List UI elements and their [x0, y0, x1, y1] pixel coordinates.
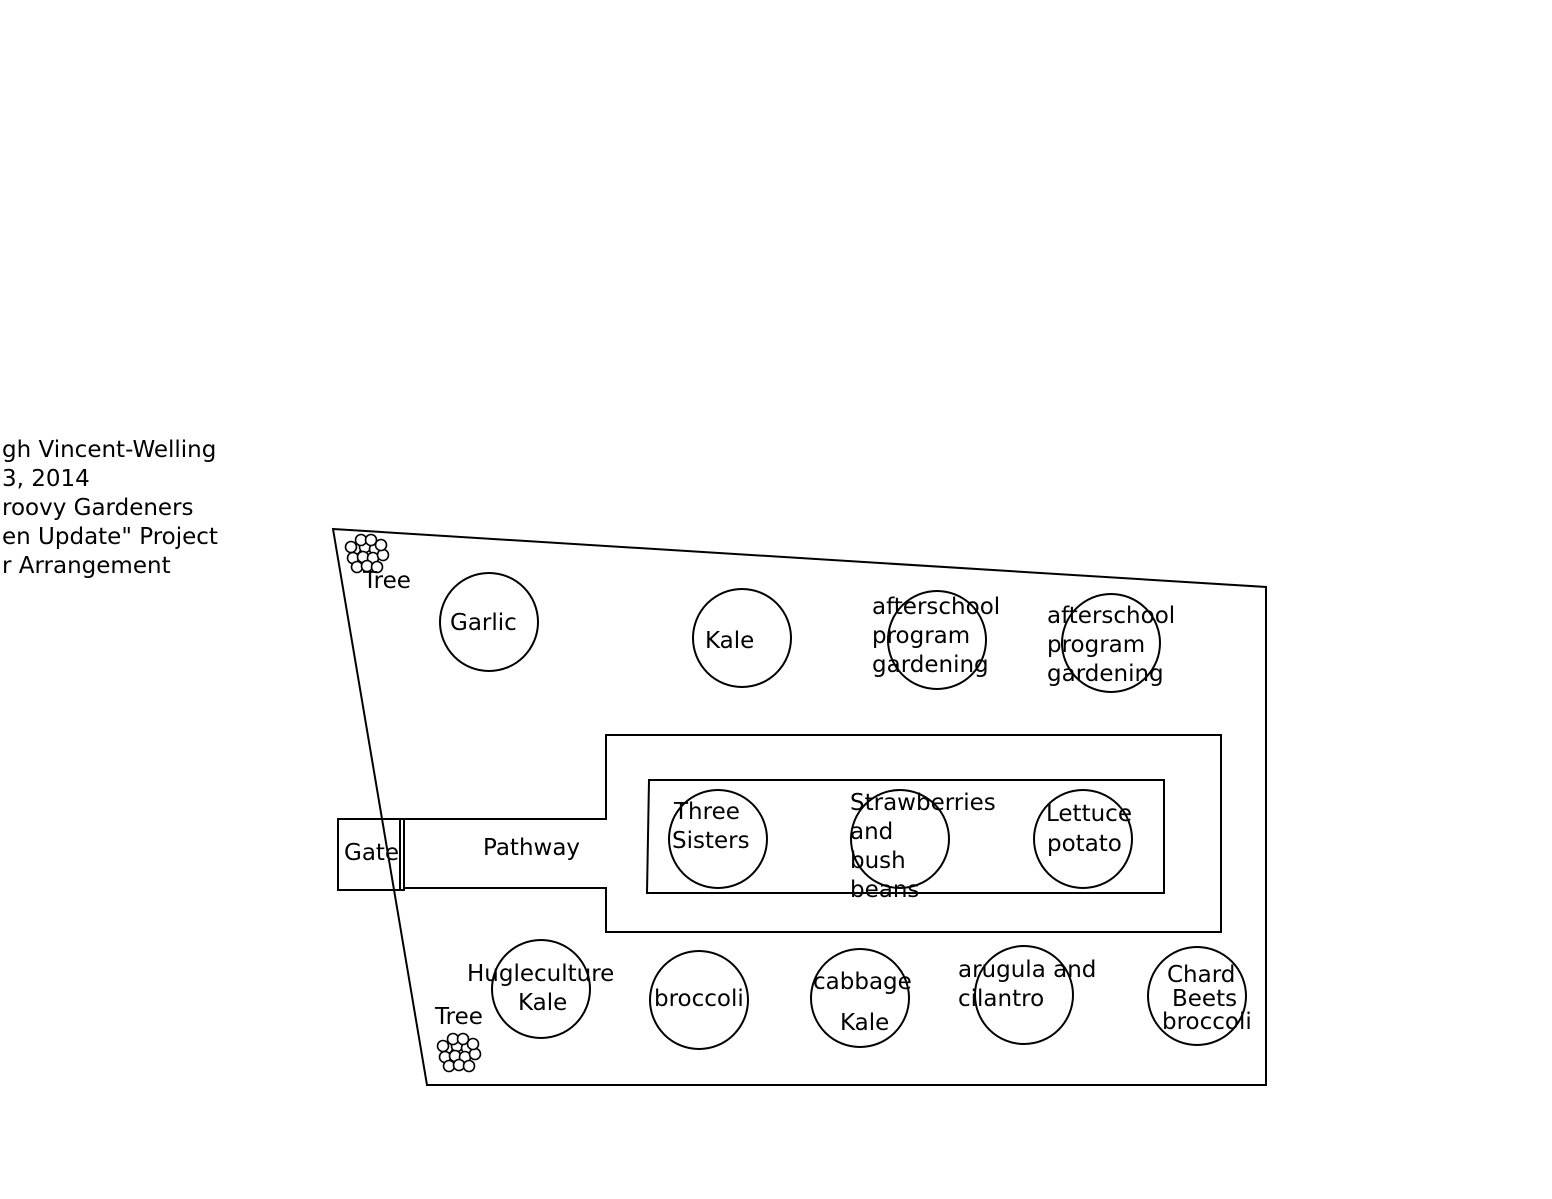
bed-circle-afterschool-1 [887, 590, 987, 690]
pathway-label: Pathway [483, 835, 580, 861]
header-line-team: roovy Gardeners [2, 495, 194, 521]
inner-bed [645, 779, 1165, 894]
bed-label-afterschool-2: afterschool program gardening [1047, 603, 1182, 687]
tree-leaf [462, 1059, 476, 1073]
tree-leaf [436, 1039, 450, 1053]
bed-circle-strawberries [850, 789, 950, 889]
tree-leaf [456, 1032, 470, 1046]
header-line-date: 3, 2014 [2, 466, 90, 492]
header-block: gh Vincent-Welling 3, 2014 roovy Gardene… [2, 437, 218, 579]
tree-icon [344, 533, 390, 574]
tree-label-top: Tree [362, 568, 411, 594]
bed-label-broccoli: broccoli [654, 986, 744, 1012]
bed-circle-kale-top [692, 588, 792, 688]
tree-leaf [344, 540, 358, 554]
pathway-outline [403, 734, 1222, 933]
bed-label-hugleculture-kale: Hugleculture Kale [467, 961, 622, 1016]
bed-circle-afterschool-2 [1061, 593, 1161, 693]
bed-label-strawberries: Strawberries and bush beans [850, 790, 1003, 903]
bed-circle-lettuce-potato [1033, 789, 1133, 889]
gate-label: Gate [344, 840, 399, 866]
tree-leaf [370, 560, 384, 574]
bed-label-lettuce-potato: Lettuce potato [1046, 801, 1139, 857]
tree-icon [436, 1032, 482, 1073]
bed-label-three-sisters: Three Sisters [672, 799, 750, 854]
tree-leaf [466, 1037, 480, 1051]
bed-label-chard-beets-broccoli: Chard Beets broccoli [1162, 962, 1252, 1035]
bed-circle-broccoli [649, 950, 749, 1050]
bed-circle-three-sisters [668, 789, 768, 889]
bed-label-kale-top: Kale [705, 628, 754, 654]
header-line-author: gh Vincent-Welling [2, 437, 216, 463]
bed-label-cabbage-kale: cabbage Kale [813, 969, 919, 1036]
bed-circle-arugula-cilantro [974, 945, 1074, 1045]
bed-circle-chard-beets-broccoli [1147, 946, 1247, 1046]
bed-label-arugula-cilantro: arugula and cilantro [958, 957, 1104, 1012]
tree-leaf [374, 538, 388, 552]
bed-circle-hugleculture-kale [491, 939, 591, 1039]
tree-leaf [468, 1047, 482, 1061]
bed-circle-garlic [439, 572, 539, 672]
bed-circle-cabbage-kale [810, 948, 910, 1048]
tree-leaf [376, 548, 390, 562]
tree-label-bottom: Tree [434, 1004, 483, 1030]
header-line-arrangement: r Arrangement [2, 553, 171, 579]
header-line-project: en Update" Project [2, 524, 218, 550]
tree-leaf [364, 533, 378, 547]
bed-label-afterschool-1: afterschool program gardening [872, 594, 1007, 678]
bed-label-garlic: Garlic [450, 610, 517, 636]
garden-boundary [331, 527, 1267, 1086]
